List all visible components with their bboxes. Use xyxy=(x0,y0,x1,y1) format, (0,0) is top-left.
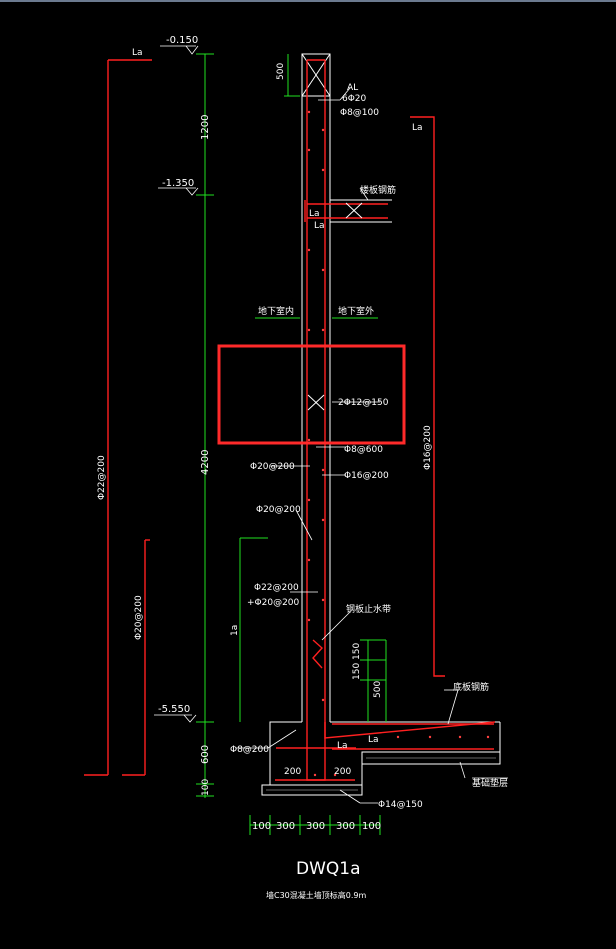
label-r1: Φ8@600 xyxy=(344,445,383,455)
wall-outline xyxy=(261,53,501,796)
rebar-dots xyxy=(307,110,490,777)
label-r6: +Φ20@200 xyxy=(247,598,300,608)
label-r5: Φ22@200 xyxy=(254,583,299,593)
dim-600: 600 xyxy=(200,745,211,764)
label-footing-bottom: Φ14@150 xyxy=(378,800,423,810)
elevation-mid: -1.350 xyxy=(162,178,194,189)
label-footing-stirrup: Φ8@200 xyxy=(230,745,269,755)
top-border xyxy=(0,0,616,2)
label-r4: Φ20@200 xyxy=(256,505,301,515)
label-al-stirrup: Φ8@100 xyxy=(340,108,379,118)
hdim-1: 100 xyxy=(252,821,271,832)
dim-500: 500 xyxy=(276,63,286,80)
dim-500b: 500 xyxy=(373,681,383,698)
label-al-bars: 6Φ20 xyxy=(342,94,367,104)
hdim-2: 300 xyxy=(276,821,295,832)
hdim-5: 100 xyxy=(362,821,381,832)
label-floor-left: 地下室内 xyxy=(258,305,294,317)
drawing-subtitle: 墙C30混凝土墙顶标高0.9m xyxy=(266,890,366,900)
label-floor-right: 地下室外 xyxy=(338,305,374,317)
label-200b: 200 xyxy=(334,767,351,777)
label-200a: 200 xyxy=(284,767,301,777)
label-r3: Φ16@200 xyxy=(344,471,389,481)
dim-150a: 150 xyxy=(352,643,362,660)
label-waterstop: 钢板止水带 xyxy=(346,603,391,615)
dim-4200: 4200 xyxy=(200,450,211,475)
label-left-short: Φ20@200 xyxy=(134,595,144,640)
highlight-box xyxy=(217,344,406,445)
elevation-bottom: -5.550 xyxy=(158,704,190,715)
dim-1200: 1200 xyxy=(200,115,211,140)
label-slab: 楼板钢筋 xyxy=(360,184,396,196)
drawing-title: DWQ1a xyxy=(296,859,361,879)
la-label-6: La xyxy=(368,735,379,745)
dim-1a: 1a xyxy=(230,625,240,636)
label-base-slab: 底板钢筋 xyxy=(453,681,489,693)
label-left-long: Φ22@200 xyxy=(97,455,107,500)
label-al: AL xyxy=(347,83,358,93)
la-label-3: La xyxy=(309,209,320,219)
hdim-4: 300 xyxy=(336,821,355,832)
rebar-lines xyxy=(84,59,496,781)
label-r2: Φ20@200 xyxy=(250,462,295,472)
la-label-1: La xyxy=(132,48,143,58)
hdim-3: 300 xyxy=(306,821,325,832)
label-base-cushion: 基础垫层 xyxy=(472,777,508,789)
label-right-long: Φ16@200 xyxy=(423,425,433,470)
la-label-4: La xyxy=(314,221,325,231)
leader-lines xyxy=(154,45,508,804)
label-x-bar: 2Φ12@150 xyxy=(338,398,389,408)
dim-100: 100 xyxy=(201,779,211,796)
la-label-5: La xyxy=(337,741,348,751)
cross-marks xyxy=(307,202,363,411)
la-label-2: La xyxy=(412,123,423,133)
cushion-hatch xyxy=(266,757,496,791)
dimension-lines xyxy=(196,53,387,835)
elevation-top: -0.150 xyxy=(166,35,198,46)
dim-150b: 150 xyxy=(352,663,362,680)
